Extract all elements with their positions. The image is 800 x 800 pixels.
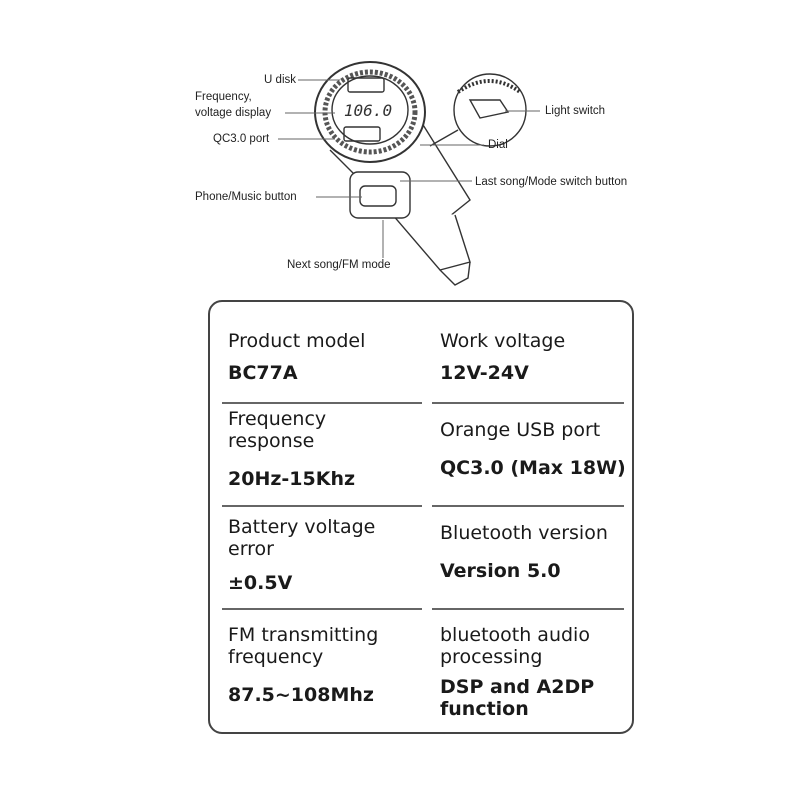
frequency-display-reading: 106.0 [344,101,392,120]
spec-label: Product model [228,330,366,352]
spec-label: Battery voltage error [228,516,376,560]
spec-bluetooth-audio-processing: bluetooth audio processing DSP and A2DP … [440,624,630,720]
spec-label: Frequency response [228,408,327,452]
callout-qc-port: QC3.0 port [213,133,270,145]
row-divider [432,505,624,507]
spec-value: ±0.5V [228,572,293,594]
spec-value: 20Hz-15Khz [228,468,356,490]
spec-label: Work voltage [440,330,566,352]
spec-value: BC77A [228,362,298,384]
spec-value: QC3.0 (Max 18W) [440,457,626,479]
spec-battery-voltage-error: Battery voltage error ±0.5V [228,516,408,594]
car-charger-diagram: 106.0 [278,61,540,286]
spec-orange-usb-port: Orange USB port QC3.0 (Max 18W) [440,419,640,479]
row-divider [222,402,422,404]
spec-table: Product model BC77A Work voltage 12V-24V… [208,300,634,734]
callout-light-switch: Light switch [545,105,606,117]
spec-value: DSP and A2DP function [440,676,595,720]
spec-value: 12V-24V [440,362,529,384]
spec-value: 87.5~108Mhz [228,684,374,706]
spec-label: FM transmitting frequency [228,624,379,668]
row-divider [222,608,422,610]
spec-label: bluetooth audio processing [440,624,590,668]
spec-work-voltage: Work voltage 12V-24V [440,330,640,384]
spec-value: Version 5.0 [440,560,561,582]
spec-label: Orange USB port [440,419,601,441]
callout-dial: Dial [488,139,508,151]
row-divider [432,402,624,404]
spec-bluetooth-version: Bluetooth version Version 5.0 [440,522,640,582]
spec-fm-transmitting-frequency: FM transmitting frequency 87.5~108Mhz [228,624,408,706]
spec-frequency-response: Frequency response 20Hz-15Khz [228,408,368,490]
row-divider [222,505,422,507]
callout-frequency-line1: Frequency, [195,91,252,103]
callout-phone-music-button: Phone/Music button [195,191,297,203]
spec-label: Bluetooth version [440,522,608,544]
callout-u-disk: U disk [264,74,296,86]
spec-product-model: Product model BC77A [228,330,428,384]
callout-next-song: Next song/FM mode [287,259,391,271]
callout-last-song: Last song/Mode switch button [475,176,628,188]
callout-frequency-line2: voltage display [195,107,272,119]
row-divider [432,608,624,610]
